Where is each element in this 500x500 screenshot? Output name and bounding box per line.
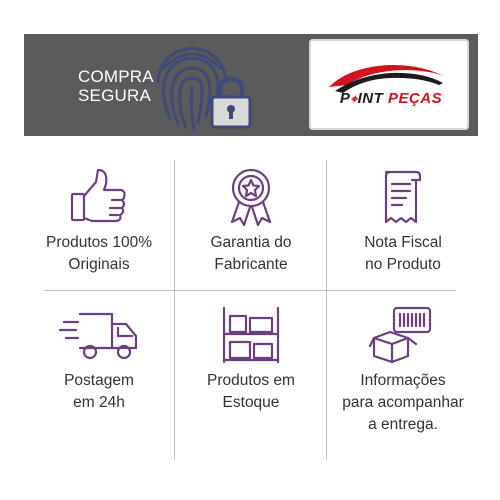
feature-label-line-2: em 24h bbox=[73, 394, 125, 411]
secure-line-2: SEGURA bbox=[78, 86, 151, 105]
feature-label-line-1: Garantia do bbox=[210, 234, 292, 251]
receipt-icon bbox=[384, 170, 422, 224]
feature-label-line-1: Produtos 100% bbox=[46, 234, 152, 251]
grid-divider-horizontal bbox=[44, 290, 456, 291]
feature-invoice: Nota Fiscal no Produto bbox=[328, 166, 478, 314]
thumbs-up-icon bbox=[70, 168, 126, 223]
feature-in-stock: Produtos em Estoque bbox=[176, 304, 326, 452]
feature-label-line-1: Nota Fiscal bbox=[364, 234, 442, 251]
delivery-truck-icon bbox=[58, 312, 138, 360]
warehouse-shelf-icon bbox=[222, 306, 280, 364]
feature-label-line-2: Originais bbox=[68, 256, 130, 273]
padlock-icon bbox=[210, 76, 252, 129]
feature-label-line-1: Informações bbox=[360, 372, 446, 389]
logo-word-pecas: PEÇAS bbox=[387, 90, 443, 107]
feature-label-line-1: Produtos em bbox=[207, 372, 295, 389]
feature-label: Produtos 100% Originais bbox=[24, 232, 174, 276]
logo-word-point-rest: INT bbox=[357, 90, 384, 107]
feature-tracking-info: Informações para acompanhar a entrega. bbox=[328, 304, 478, 452]
feature-label: Informações para acompanhar a entrega. bbox=[328, 370, 478, 436]
logo-word-point-p: P bbox=[339, 90, 351, 107]
award-ribbon-icon bbox=[230, 168, 272, 227]
feature-original-products: Produtos 100% Originais bbox=[24, 166, 174, 314]
package-barcode-icon bbox=[368, 306, 432, 364]
grid-divider-vertical-2 bbox=[326, 160, 327, 460]
grid-divider-vertical-1 bbox=[174, 160, 175, 460]
logo-wordmark: P⌖INT PEÇAS bbox=[323, 90, 459, 107]
feature-label-line-1: Postagem bbox=[64, 372, 134, 389]
feature-label-line-2: para acompanhar bbox=[342, 394, 464, 411]
fingerprint-icon bbox=[156, 46, 228, 132]
secure-line-1: COMPRA bbox=[78, 67, 154, 86]
feature-manufacturer-warranty: Garantia do Fabricante bbox=[176, 166, 326, 314]
features-grid: Produtos 100% Originais Garantia do Fabr… bbox=[0, 156, 500, 466]
feature-label-line-2: Fabricante bbox=[214, 256, 288, 273]
feature-24h-shipping: Postagem em 24h bbox=[24, 304, 174, 452]
feature-label: Nota Fiscal no Produto bbox=[328, 232, 478, 276]
secure-purchase-banner: COMPRA SEGURA P⌖INT PEÇAS bbox=[24, 34, 478, 136]
feature-label: Produtos em Estoque bbox=[176, 370, 326, 414]
car-silhouette-icon bbox=[329, 64, 449, 93]
secure-purchase-text: COMPRA SEGURA bbox=[78, 67, 154, 105]
point-pecas-logo: P⌖INT PEÇAS bbox=[309, 39, 469, 130]
feature-label: Garantia do Fabricante bbox=[176, 232, 326, 276]
crosshair-icon: ⌖ bbox=[350, 92, 358, 106]
feature-label-line-2: Estoque bbox=[222, 394, 280, 411]
feature-label-line-3: a entrega. bbox=[368, 416, 438, 433]
feature-label-line-2: no Produto bbox=[365, 256, 441, 273]
feature-label: Postagem em 24h bbox=[24, 370, 174, 414]
